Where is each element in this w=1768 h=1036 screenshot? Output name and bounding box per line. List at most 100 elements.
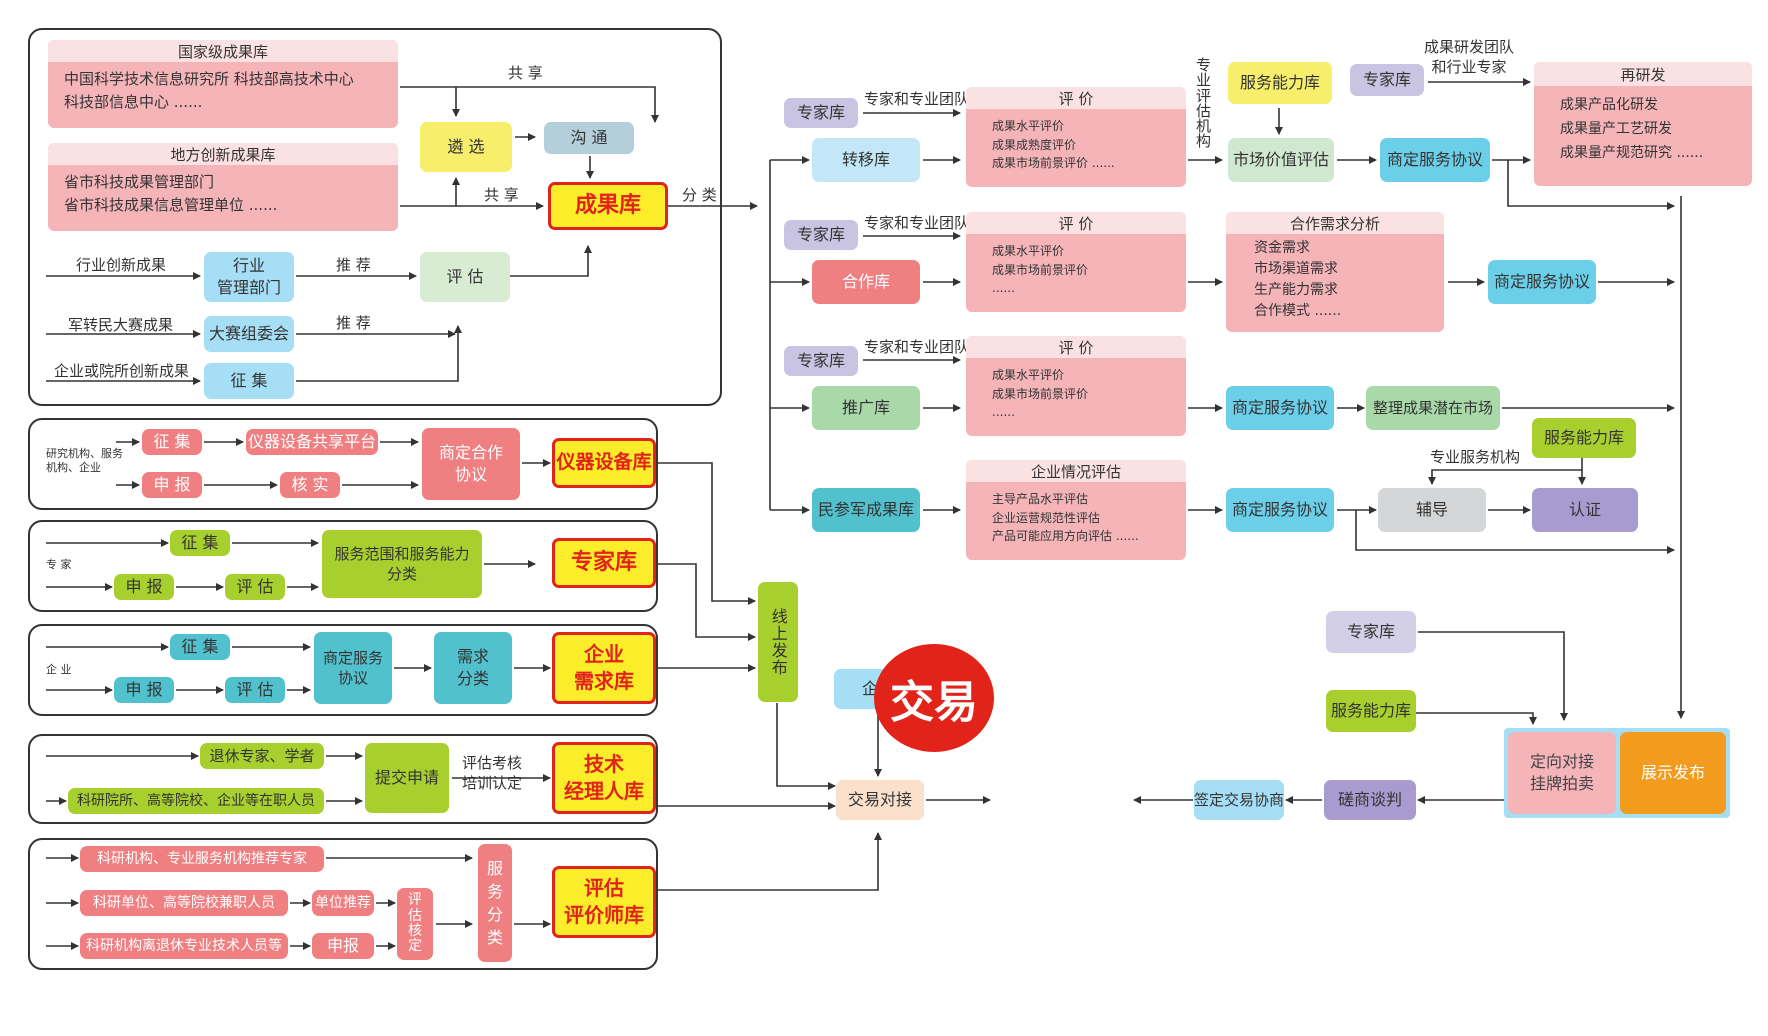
demand-agreement: 商定服务 协议 xyxy=(314,632,392,704)
evaluate-node: 评 估 xyxy=(420,252,510,302)
instrument-verify: 核 实 xyxy=(280,472,340,498)
manager-assess-label: 评估考核 培训认定 xyxy=(462,754,523,792)
coop-agreement: 商定服务协议 xyxy=(1488,260,1596,304)
coop-lib: 合作库 xyxy=(812,260,920,304)
coop-expert-lib: 专家库 xyxy=(784,220,858,250)
instrument-frame xyxy=(28,418,658,510)
national-lib-header: 国家级成果库 xyxy=(48,40,398,62)
valuer-row3: 科研机构离退休专业技术人员等 xyxy=(80,933,288,959)
negotiate-node: 磋商谈判 xyxy=(1324,780,1416,820)
manager-db: 技术 经理人库 xyxy=(552,742,656,814)
instrument-platform: 仪器设备共享平台 xyxy=(246,429,378,455)
online-publish-node: 线上发布 xyxy=(758,582,798,702)
civil-capability-lib: 服务能力库 xyxy=(1532,418,1636,458)
demand-source-label: 企 业 xyxy=(46,663,72,676)
coop-analysis-header: 合作需求分析 xyxy=(1226,212,1444,234)
valuer-verify: 评 估 核 定 xyxy=(397,888,433,960)
promo-expert-lib: 专家库 xyxy=(784,346,858,376)
civil-military-agreement: 商定服务协议 xyxy=(1226,488,1334,532)
valuer-service-class: 服 务 分 类 xyxy=(478,844,512,962)
transfer-eval-body: 成果水平评价 成果成熟度评价 成果市场前景评价 ...... xyxy=(992,119,1115,171)
trade-circle: 交易 xyxy=(874,644,994,752)
expert-db: 专家库 xyxy=(552,538,656,588)
share-label-mid: 共 享 xyxy=(484,186,519,204)
show-publish-node: 展示发布 xyxy=(1620,732,1726,814)
national-lib-body: 中国科学技术信息研究所 科技部高技术中心 科技部信息中心 ...... xyxy=(64,70,354,111)
redev-lib: 再研发 成果产品化研发 成果量产工艺研发 成果量产规范研究 ...... xyxy=(1534,62,1752,186)
recommend-label-2: 推 荐 xyxy=(336,314,371,332)
recommend-label-1: 推 荐 xyxy=(336,256,371,274)
coop-eval-body: 成果水平评价 成果市场前景评价 ...... xyxy=(992,244,1089,296)
local-lib-header: 地方创新成果库 xyxy=(48,143,398,165)
civil-military-eval-body: 主导产品水平评估 企业运营规范性评估 产品可能应用方向评估 ...... xyxy=(992,492,1139,544)
demand-declare: 申 报 xyxy=(114,677,174,703)
sign-node: 签定交易协商 xyxy=(1194,780,1284,820)
valuer-db: 评估 评价师库 xyxy=(552,866,656,938)
promo-market: 整理成果潜在市场 xyxy=(1366,386,1500,430)
transfer-expert-lib: 专家库 xyxy=(784,98,858,128)
pro-eval-label: 专 业 评 估 机 构 xyxy=(1196,56,1212,151)
coop-eval: 评 价 成果水平评价 成果市场前景评价 ...... xyxy=(966,212,1186,312)
promo-agreement: 商定服务协议 xyxy=(1226,386,1334,430)
local-lib-body: 省市科技成果管理部门 省市科技成果信息管理单位 ...... xyxy=(64,173,278,214)
promo-team-label: 专家和专业团队 xyxy=(864,338,970,356)
coop-analysis-body: 资金需求 市场渠道需求 生产能力需求 合作模式 ...... xyxy=(1254,240,1342,319)
redev-header: 再研发 xyxy=(1534,62,1752,86)
expert-frame xyxy=(28,520,658,612)
instrument-source-label: 研究机构、服务 机构、企业 xyxy=(46,447,123,475)
share-label-top: 共 享 xyxy=(508,64,543,82)
pro-service-label: 专业服务机构 xyxy=(1430,448,1521,466)
valuer-unit-rec: 单位推荐 xyxy=(312,890,374,916)
demand-collect: 征 集 xyxy=(170,634,230,660)
coop-team-label: 专家和专业团队 xyxy=(864,214,970,232)
valuer-frame xyxy=(28,838,658,970)
civil-military-eval: 企业情况评估 主导产品水平评估 企业运营规范性评估 产品可能应用方向评估 ...… xyxy=(966,460,1186,560)
transfer-agreement: 商定服务协议 xyxy=(1380,138,1490,182)
coop-analysis: 合作需求分析 资金需求 市场渠道需求 生产能力需求 合作模式 ...... xyxy=(1226,212,1444,332)
expert-source-label: 专 家 xyxy=(46,558,72,571)
promo-eval-header: 评 价 xyxy=(966,336,1186,358)
screen-node: 遴 选 xyxy=(420,122,512,172)
transfer-team-label: 专家和专业团队 xyxy=(864,90,970,108)
military-results-label: 军转民大赛成果 xyxy=(68,316,174,334)
expert-collect: 征 集 xyxy=(170,530,230,556)
guide-node: 辅导 xyxy=(1378,488,1486,532)
expert-declare: 申 报 xyxy=(114,574,174,600)
collect-node: 征 集 xyxy=(204,363,294,399)
transfer-eval: 评 价 成果水平评价 成果成熟度评价 成果市场前景评价 ...... xyxy=(966,87,1186,187)
certify-node: 认证 xyxy=(1532,488,1638,532)
demand-frame xyxy=(28,624,658,716)
manager-apply: 提交申请 xyxy=(365,743,449,813)
communicate-node: 沟 通 xyxy=(544,122,634,154)
redev-body: 成果产品化研发 成果量产工艺研发 成果量产规范研究 ...... xyxy=(1560,97,1704,161)
national-lib: 国家级成果库 中国科学技术信息研究所 科技部高技术中心 科技部信息中心 ....… xyxy=(48,40,398,128)
manager-staff: 科研院所、高等院校、企业等在职人员 xyxy=(68,788,324,814)
industry-innovation-label: 行业创新成果 xyxy=(76,256,167,274)
expert-evaluate: 评 估 xyxy=(225,574,285,600)
transfer-lib: 转移库 xyxy=(812,138,920,182)
promo-lib: 推广库 xyxy=(812,386,920,430)
source-frame xyxy=(28,28,722,406)
civil-military-lib: 民参军成果库 xyxy=(812,488,920,532)
manager-retired: 退休专家、学者 xyxy=(200,743,324,769)
valuer-declare: 申报 xyxy=(312,933,374,959)
coop-eval-header: 评 价 xyxy=(966,212,1186,234)
demand-db: 企业 需求库 xyxy=(552,632,656,704)
valuer-row2: 科研单位、高等院校兼职人员 xyxy=(80,890,288,916)
instrument-db: 仪器设备库 xyxy=(552,438,656,488)
manager-frame xyxy=(28,734,658,824)
promo-eval-body: 成果水平评价 成果市场前景评价 ...... xyxy=(992,368,1089,420)
instrument-agreement: 商定合作 协议 xyxy=(422,428,520,500)
market-value-node: 市场价值评估 xyxy=(1228,138,1334,182)
transfer-eval-header: 评 价 xyxy=(966,87,1186,109)
promo-eval: 评 价 成果水平评价 成果市场前景评价 ...... xyxy=(966,336,1186,436)
demand-classify: 需求 分类 xyxy=(434,632,512,704)
bottom-expert-lib: 专家库 xyxy=(1326,611,1416,653)
civil-military-eval-header: 企业情况评估 xyxy=(966,460,1186,482)
transfer-capability-lib: 服务能力库 xyxy=(1228,62,1332,104)
local-lib: 地方创新成果库 省市科技成果管理部门 省市科技成果信息管理单位 ...... xyxy=(48,143,398,231)
valuer-row1: 科研机构、专业服务机构推荐专家 xyxy=(80,846,324,872)
demand-evaluate: 评 估 xyxy=(225,677,285,703)
